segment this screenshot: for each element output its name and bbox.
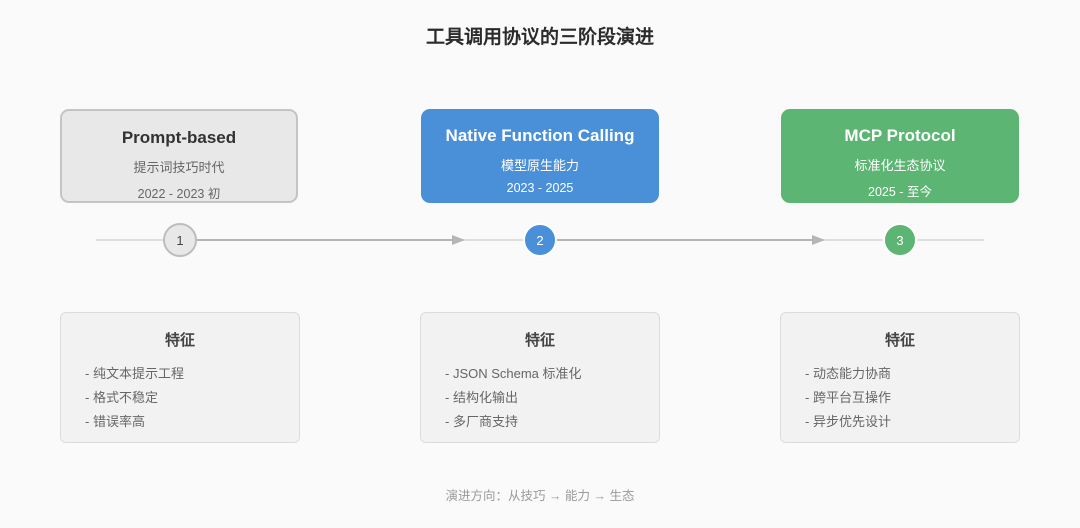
stage-period: 2023 - 2025: [506, 181, 574, 195]
feature-item: - 动态能力协商: [805, 366, 891, 381]
stage-card-mcp-protocol: MCP Protocol 标准化生态协议 2025 - 至今: [781, 109, 1019, 203]
evolution-direction-note: 演进方向：从技巧 → 能力 → 生态: [445, 489, 635, 503]
stage-name: MCP Protocol: [844, 126, 956, 145]
stage-subtitle: 模型原生能力: [500, 158, 579, 173]
step-marker-2: [523, 223, 557, 257]
arrowhead-1-2: [452, 235, 465, 245]
step-marker-1: [163, 223, 197, 257]
stage-period: 2022 - 2023 初: [137, 187, 221, 201]
feature-item: - 多厂商支持: [445, 414, 518, 429]
feature-item: - 格式不稳定: [85, 390, 158, 405]
feature-item: - 异步优先设计: [805, 414, 891, 429]
stage-subtitle: 提示词技巧时代: [133, 160, 225, 175]
feature-item: - 纯文本提示工程: [85, 366, 184, 381]
feature-card-1: 特征 - 纯文本提示工程 - 格式不稳定 - 错误率高: [60, 312, 300, 443]
stage-period: 2025 - 至今: [868, 185, 932, 199]
step-number: 1: [176, 233, 183, 248]
feature-title: 特征: [884, 332, 915, 349]
feature-item: - 跨平台互操作: [805, 390, 891, 405]
feature-card-2: 特征 - JSON Schema 标准化 - 结构化输出 - 多厂商支持: [420, 312, 660, 443]
feature-list: - 动态能力协商 - 跨平台互操作 - 异步优先设计: [805, 362, 1019, 434]
stage-card-prompt-based: Prompt-based 提示词技巧时代 2022 - 2023 初: [60, 109, 298, 203]
step-marker-3: [883, 223, 917, 257]
timeline: 1 2 3: [96, 223, 984, 257]
stage-subtitle: 标准化生态协议: [854, 158, 946, 173]
stage-card-native-function-calling: Native Function Calling 模型原生能力 2023 - 20…: [421, 109, 659, 203]
feature-card-3: 特征 - 动态能力协商 - 跨平台互操作 - 异步优先设计: [780, 312, 1020, 443]
feature-item: - 结构化输出: [445, 390, 518, 405]
step-number: 2: [536, 233, 543, 248]
stage-name: Native Function Calling: [445, 126, 635, 145]
feature-title: 特征: [524, 332, 555, 349]
stage-name: Prompt-based: [121, 128, 237, 147]
feature-item: - JSON Schema 标准化: [445, 366, 582, 381]
feature-list: - 纯文本提示工程 - 格式不稳定 - 错误率高: [85, 362, 299, 434]
diagram-title: 工具调用协议的三阶段演进: [425, 27, 654, 48]
arrowhead-2-3: [812, 235, 825, 245]
feature-title: 特征: [164, 332, 195, 349]
feature-item: - 错误率高: [85, 414, 145, 429]
feature-list: - JSON Schema 标准化 - 结构化输出 - 多厂商支持: [445, 362, 659, 434]
step-number: 3: [896, 233, 903, 248]
